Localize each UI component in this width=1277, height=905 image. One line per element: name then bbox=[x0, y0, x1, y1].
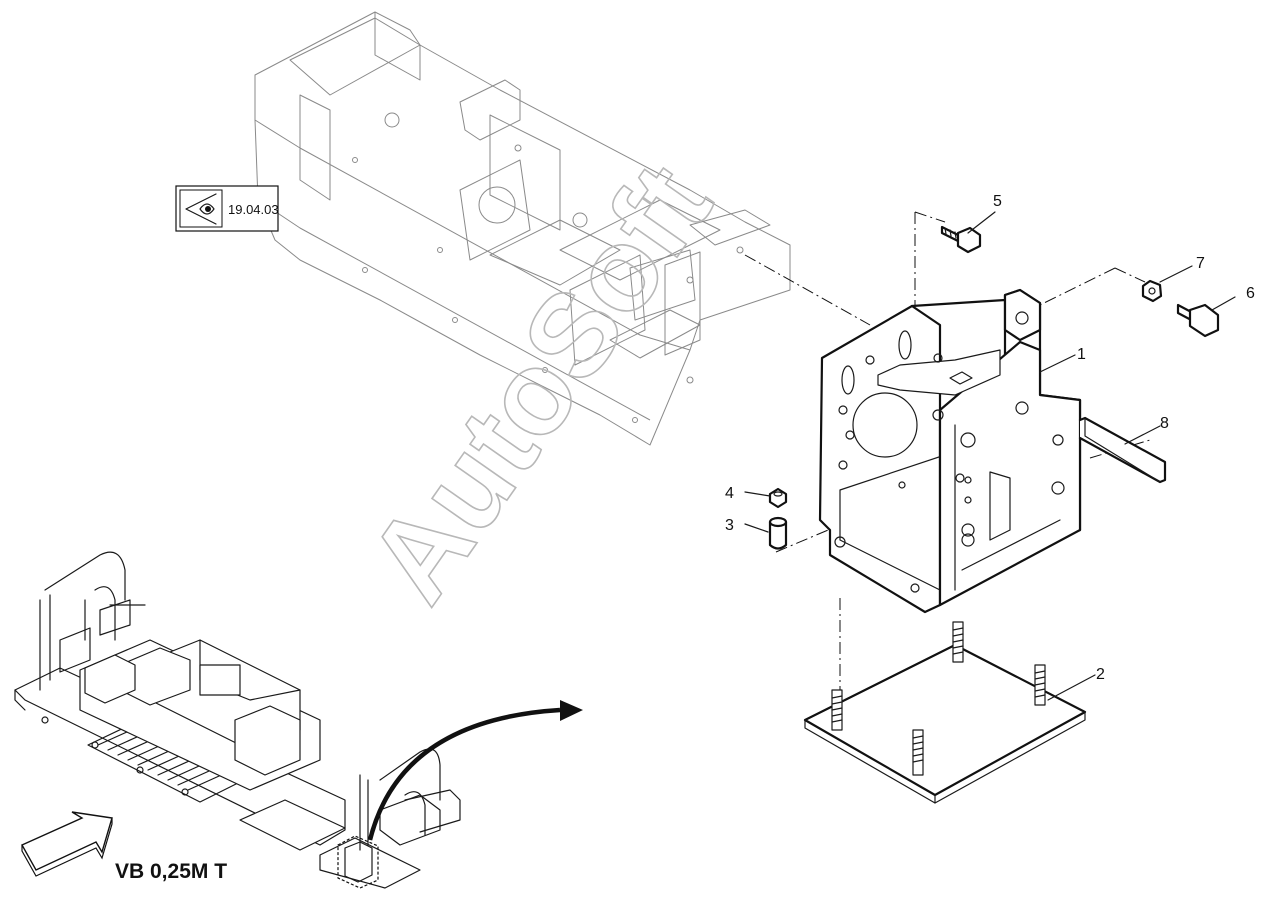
view-direction-arrow-icon bbox=[21, 811, 113, 877]
eye-view-icon bbox=[185, 193, 217, 225]
stud bbox=[831, 689, 843, 731]
part-3-spacer[interactable] bbox=[768, 516, 788, 550]
watermark-text: AutoSoft bbox=[343, 141, 737, 625]
machine-overview bbox=[14, 551, 461, 889]
stud bbox=[1034, 664, 1046, 706]
callout-7: 7 bbox=[1196, 255, 1205, 272]
part-2-base-plate[interactable] bbox=[803, 621, 1087, 804]
stud bbox=[952, 621, 964, 663]
callout-4: 4 bbox=[725, 485, 734, 502]
reference-box[interactable]: 19.04.03 bbox=[175, 185, 279, 232]
callout-6: 6 bbox=[1246, 285, 1255, 302]
callout-5: 5 bbox=[993, 193, 1002, 210]
part-5-bolt[interactable] bbox=[940, 225, 982, 254]
pointer-arrow bbox=[367, 700, 583, 841]
view-label: VB 0,25M T bbox=[115, 860, 227, 883]
reference-code: 19.04.03 bbox=[228, 202, 279, 217]
callouts: 1 2 3 4 5 6 7 8 bbox=[725, 193, 1255, 683]
callout-3: 3 bbox=[725, 517, 734, 534]
callout-1: 1 bbox=[1077, 346, 1086, 363]
callout-8: 8 bbox=[1160, 415, 1169, 432]
stud bbox=[912, 729, 924, 776]
part-8-bar[interactable] bbox=[1078, 416, 1167, 484]
part-1-bracket[interactable] bbox=[818, 288, 1082, 614]
part-7-nut[interactable] bbox=[1141, 279, 1163, 303]
leader-lines bbox=[744, 211, 1236, 701]
part-4-nut[interactable] bbox=[768, 487, 788, 509]
callout-2: 2 bbox=[1096, 666, 1105, 683]
part-6-bolt[interactable] bbox=[1176, 303, 1220, 338]
